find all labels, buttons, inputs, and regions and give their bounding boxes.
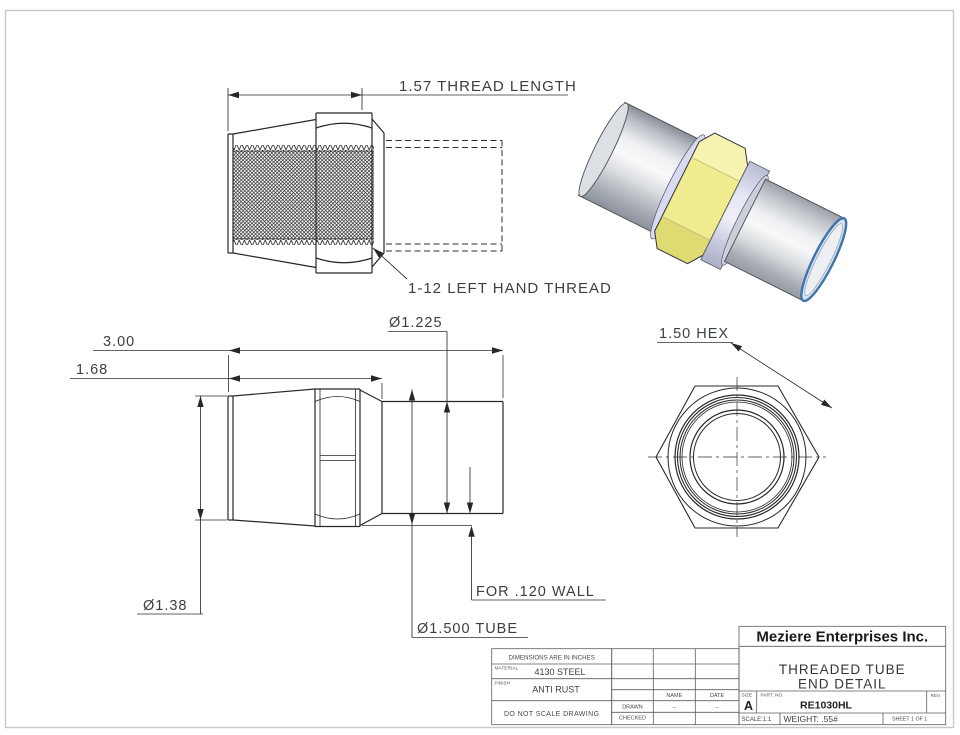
wall-label: FOR .120 WALL — [476, 584, 595, 600]
company-name: Meziere Enterprises Inc. — [756, 629, 928, 646]
title-block: DIMENSIONS ARE IN INCHES MATERIAL 4130 S… — [491, 625, 947, 726]
title-block-grid — [491, 625, 947, 726]
date-header: DATE — [710, 693, 725, 699]
side-profile-outline — [227, 388, 504, 528]
sheet-border — [4, 9, 955, 729]
thread-crests-bottom — [233, 239, 374, 245]
render-3d-view — [577, 101, 848, 303]
thread-crests-top — [233, 145, 374, 151]
drawn-label: DRAWN — [622, 705, 643, 711]
thread-length-dimension — [227, 88, 568, 131]
side-profile-view: 3.00 1.68 Ø1.225 Ø1.38 Ø1.500 TUBE FOR .… — [70, 315, 606, 638]
weight-value: WEIGHT: .55# — [784, 714, 839, 724]
rev-label: REV. — [931, 693, 942, 699]
checked-label: CHECKED — [619, 716, 646, 722]
bore-dia-label: Ø1.225 — [389, 315, 443, 331]
dimensions-note: DIMENSIONS ARE IN INCHES — [509, 655, 595, 662]
fitting-outline — [227, 112, 385, 274]
name-header: NAME — [666, 693, 682, 699]
thread-spec-label: 1-12 LEFT HAND THREAD — [408, 280, 612, 297]
hex-end-view: 1.50 HEX — [648, 326, 834, 537]
render-end-cap — [578, 102, 629, 197]
phantom-tube — [386, 140, 503, 252]
drawing-title-line1: THREADED TUBE — [779, 662, 906, 677]
scale-note: DO NOT SCALE DRAWING — [504, 711, 600, 718]
overall-length-label: 3.00 — [103, 334, 135, 350]
size-label: SIZE — [742, 693, 753, 699]
scale-value: SCALE:1:1 — [742, 717, 772, 723]
centerlines — [648, 377, 826, 537]
finish-label: FINISH — [495, 681, 511, 687]
size-value: A — [744, 699, 753, 713]
drawn-name: -- — [672, 705, 676, 711]
finish-value: ANTI RUST — [532, 685, 580, 695]
thread-length-label: 1.57 THREAD LENGTH — [399, 78, 577, 95]
material-value: 4130 STEEL — [534, 667, 585, 677]
thread-detail-view: 1.57 THREAD LENGTH 1-12 LEFT HAND THREAD — [227, 78, 612, 297]
drawn-date: -- — [715, 705, 719, 711]
tube-dia-label: Ø1.500 TUBE — [417, 621, 518, 637]
part-no-value: RE1030HL — [800, 700, 853, 712]
body-length-label: 1.68 — [76, 362, 108, 378]
thread-od-label: Ø1.38 — [143, 598, 188, 614]
thread-texture — [233, 151, 374, 239]
sheet-value: SHEET 1 OF 1 — [892, 717, 927, 723]
hex-dim-label: 1.50 HEX — [659, 326, 729, 342]
material-label: MATERIAL — [495, 666, 519, 672]
drawing-title-line2: END DETAIL — [798, 677, 887, 692]
part-no-label: PART. NO. — [761, 693, 784, 699]
hex-facets — [314, 389, 361, 527]
